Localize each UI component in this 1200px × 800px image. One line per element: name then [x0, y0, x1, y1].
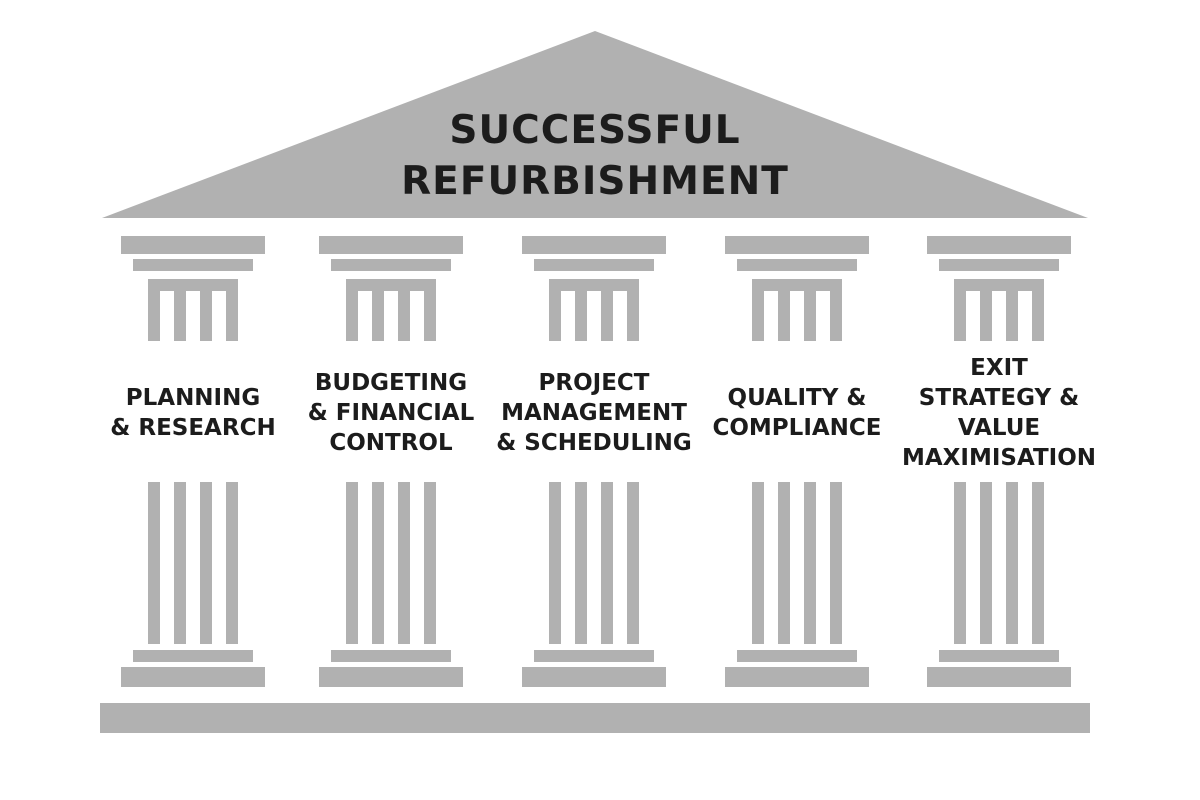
pillar-shaft-flute-2 — [575, 482, 587, 644]
pillar-5-label-line-1: EXIT — [970, 355, 1028, 381]
pillar-4-label-line-2: COMPLIANCE — [712, 415, 881, 441]
pillar-shaft-flute-3 — [601, 482, 613, 644]
pillar-neck-flute-4 — [226, 279, 238, 341]
pillar-neck-flute-3 — [200, 279, 212, 341]
pillar-neck-flute-2 — [372, 279, 384, 341]
pillar-neck-band — [148, 279, 238, 291]
pillar-capital-band — [939, 259, 1059, 271]
pillar-neck-flute-1 — [549, 279, 561, 341]
pillar-5-label-line-3: VALUE — [958, 415, 1040, 441]
pillar-shaft-flute-4 — [424, 482, 436, 644]
pillar-2: BUDGETING & FINANCIAL CONTROL — [308, 236, 475, 687]
pillar-shaft-flute-2 — [174, 482, 186, 644]
roof-title-line-2: REFURBISHMENT — [401, 159, 789, 204]
pillar-neck-flute-3 — [1006, 279, 1018, 341]
pillar-neck-band — [954, 279, 1044, 291]
foundation-base — [100, 703, 1090, 733]
pillar-shaft-flute-4 — [226, 482, 238, 644]
pillar-neck-flute-2 — [980, 279, 992, 341]
pillar-neck-flute-2 — [778, 279, 790, 341]
pillar-neck-flute-1 — [752, 279, 764, 341]
pillar-neck-flute-2 — [575, 279, 587, 341]
pillar-shaft-flute-2 — [372, 482, 384, 644]
pillar-2-label-line-1: BUDGETING — [315, 370, 467, 396]
pillar-base-slab — [121, 667, 265, 687]
pillar-base-band — [133, 650, 253, 662]
pillar-neck-flute-3 — [398, 279, 410, 341]
pillar-capital-band — [331, 259, 451, 271]
pillar-shaft-flute-1 — [346, 482, 358, 644]
pillar-shaft-flute-1 — [954, 482, 966, 644]
pillar-neck-flute-1 — [148, 279, 160, 341]
pillar-2-label-line-2: & FINANCIAL — [308, 400, 475, 426]
pillar-neck-flute-2 — [174, 279, 186, 341]
pillar-5-label-line-4: MAXIMISATION — [902, 445, 1096, 471]
pillar-shaft-flute-3 — [398, 482, 410, 644]
pillar-3-label-line-1: PROJECT — [539, 370, 650, 396]
pillar-neck-flute-4 — [424, 279, 436, 341]
pillar-neck-flute-1 — [346, 279, 358, 341]
pillar-neck-flute-4 — [830, 279, 842, 341]
pillar-shaft-flute-3 — [200, 482, 212, 644]
pillar-shaft-flute-4 — [1032, 482, 1044, 644]
pillar-base-band — [534, 650, 654, 662]
pillar-capital-slab — [927, 236, 1071, 254]
pillars-group: PLANNING & RESEARCH BUDGETING & FINANCIAL CO… — [110, 236, 1096, 687]
pillar-4: QUALITY & COMPLIANCE — [712, 236, 882, 687]
pillar-base-slab — [725, 667, 869, 687]
pillar-capital-slab — [522, 236, 666, 254]
pillar-shaft-flute-1 — [752, 482, 764, 644]
pillar-shaft-flute-1 — [549, 482, 561, 644]
pillar-capital-slab — [121, 236, 265, 254]
pillar-capital-band — [534, 259, 654, 271]
pillar-neck-flute-3 — [601, 279, 613, 341]
pillar-base-slab — [927, 667, 1071, 687]
pillar-neck-flute-3 — [804, 279, 816, 341]
pillar-4-label-line-1: QUALITY & — [728, 385, 867, 411]
pillar-capital-slab — [725, 236, 869, 254]
pillar-neck-band — [752, 279, 842, 291]
pillar-2-label-line-3: CONTROL — [329, 430, 453, 456]
pillar-capital-band — [133, 259, 253, 271]
pillar-1-label-line-2: & RESEARCH — [110, 415, 275, 441]
pillar-neck-flute-4 — [1032, 279, 1044, 341]
pillar-base-slab — [319, 667, 463, 687]
pillar-shaft-flute-3 — [804, 482, 816, 644]
pillar-neck-flute-1 — [954, 279, 966, 341]
pillar-base-slab — [522, 667, 666, 687]
pillar-capital-slab — [319, 236, 463, 254]
pillar-neck-band — [549, 279, 639, 291]
pillar-shaft-flute-3 — [1006, 482, 1018, 644]
pillar-1-label-line-1: PLANNING — [126, 385, 261, 411]
pillar-shaft-flute-4 — [830, 482, 842, 644]
pillar-neck-band — [346, 279, 436, 291]
pillar-neck-flute-4 — [627, 279, 639, 341]
pillar-capital-band — [737, 259, 857, 271]
pillar-base-band — [939, 650, 1059, 662]
pillar-3: PROJECT MANAGEMENT & SCHEDULING — [496, 236, 692, 687]
pillar-shaft-flute-4 — [627, 482, 639, 644]
pillar-base-band — [737, 650, 857, 662]
pillar-shaft-flute-1 — [148, 482, 160, 644]
pillar-base-band — [331, 650, 451, 662]
pillar-3-label-line-3: & SCHEDULING — [496, 430, 692, 456]
pillar-shaft-flute-2 — [778, 482, 790, 644]
roof-title-line-1: SUCCESSFUL — [449, 108, 740, 153]
pillar-3-label-line-2: MANAGEMENT — [501, 400, 687, 426]
pillar-5-label-line-2: STRATEGY & — [919, 385, 1079, 411]
pillar-1: PLANNING & RESEARCH — [110, 236, 276, 687]
roof-pediment — [102, 31, 1088, 218]
pillar-5: EXIT STRATEGY & VALUE MAXIMISATION — [902, 236, 1096, 687]
pillar-shaft-flute-2 — [980, 482, 992, 644]
